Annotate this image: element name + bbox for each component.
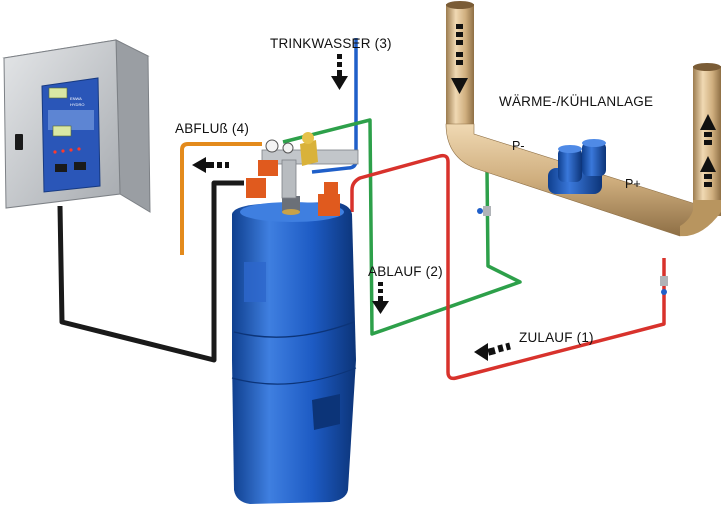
solenoid-valve-mid <box>258 160 278 176</box>
valve-return-line <box>477 206 491 216</box>
control-cabinet: ENWA HYDRO <box>2 39 151 213</box>
cabinet-lock-icon <box>15 134 23 150</box>
label-p-plus: P+ <box>625 177 641 191</box>
controller-panel: ENWA HYDRO <box>41 77 101 193</box>
label-ablauf: ABLAUF (2) <box>368 264 443 279</box>
treatment-vessel <box>231 196 357 504</box>
label-zulauf: ZULAUF (1) <box>519 330 594 345</box>
arrow-down-trinkwasser-icon <box>331 54 348 90</box>
pressure-gauge-icon <box>265 139 279 153</box>
valve-block <box>246 132 359 216</box>
arrow-down-pipe-inlet-icon <box>451 24 468 94</box>
circulation-pump <box>548 139 606 194</box>
label-abfluss: ABFLUß (4) <box>175 121 249 136</box>
supply-line <box>350 153 666 381</box>
arrow-up-pipe-outlet-icon <box>700 114 716 187</box>
controller-brand: ENWA <box>70 96 82 101</box>
arrow-left-zulauf-icon <box>474 342 511 361</box>
drain-line <box>180 142 262 255</box>
cable-cabinet-to-vessel <box>57 180 244 363</box>
return-line <box>282 118 522 336</box>
brass-fitting <box>300 140 318 166</box>
pressure-gauge-icon-2 <box>282 142 294 154</box>
vessel-handle <box>312 394 340 430</box>
solenoid-valve-right <box>318 194 340 216</box>
controller-switch-left[interactable] <box>55 164 67 172</box>
controller-model: HYDRO <box>70 102 84 107</box>
controller-led-row <box>53 147 81 154</box>
arrow-down-ablauf-icon <box>372 282 389 314</box>
solenoid-valve-left <box>246 178 266 198</box>
controller-switch-right[interactable] <box>74 162 86 170</box>
label-trinkwasser: TRINKWASSER (3) <box>270 36 392 51</box>
arrow-left-abfluss-icon <box>192 157 229 173</box>
controller-display-bottom <box>52 125 72 137</box>
valve-supply-line <box>660 276 668 295</box>
label-p-minus: P- <box>512 139 525 153</box>
label-anlage: WÄRME-/KÜHLANLAGE <box>499 94 653 109</box>
controller-display-top <box>48 87 68 99</box>
vessel-label-plate <box>244 262 266 302</box>
